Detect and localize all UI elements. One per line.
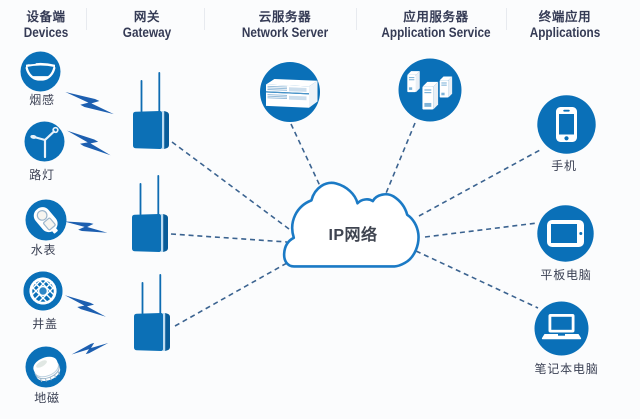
header-application-service-zh: 应用服务器	[403, 10, 469, 24]
link-gateway2-cloud	[170, 233, 288, 243]
street-light-icon	[24, 121, 65, 162]
lightning-bolts	[62, 89, 117, 360]
bolt-manhole-gateway3	[62, 293, 109, 319]
header-separator	[506, 8, 507, 30]
header-separator	[356, 8, 357, 30]
gateway-3	[134, 274, 170, 351]
header-network-server-en: Network Server	[241, 24, 329, 40]
water-meter-icon	[25, 199, 67, 241]
ip-cloud-label: IP网络	[328, 227, 378, 244]
header-devices-zh: 设备端	[26, 10, 66, 24]
network-server-icon	[260, 62, 320, 122]
column-header-devices: 设备端 Devices	[20, 10, 73, 39]
tower-back-left	[407, 71, 420, 93]
gateway-2	[132, 175, 168, 252]
device-label-watermeter: 水表	[30, 243, 57, 257]
link-cloud-phone	[418, 149, 541, 217]
link-network-server-cloud	[290, 123, 321, 187]
column-header-gateway: 网关 Gateway	[118, 10, 176, 39]
smoke-detector-icon	[20, 51, 61, 92]
device-label-manhole: 井盖	[32, 317, 58, 331]
tower-right	[439, 76, 453, 98]
terminal-label-phone: 手机	[551, 159, 577, 173]
terminal-label-tablet: 平板电脑	[540, 268, 592, 282]
manhole-cover-icon	[23, 271, 63, 311]
device-label-streetlight: 路灯	[29, 168, 55, 182]
tower-front-center	[422, 81, 439, 110]
phone-icon	[536, 95, 596, 154]
header-applications-zh: 终端应用	[538, 10, 592, 24]
header-network-server-zh: 云服务器	[258, 10, 312, 24]
laptop-icon	[534, 301, 589, 356]
column-header-application-service: 应用服务器 Application Service	[371, 10, 501, 39]
link-gateway3-cloud	[174, 262, 288, 327]
dashed-links	[170, 122, 541, 327]
header-applications-en: Applications	[529, 24, 601, 40]
geomagnetic-sensor-icon	[25, 346, 67, 388]
header-application-service-en: Application Service	[381, 24, 491, 40]
link-application-server-cloud	[381, 122, 416, 204]
tablet-icon	[536, 205, 594, 262]
ip-cloud-shape	[282, 181, 420, 268]
application-server-icon	[398, 58, 462, 122]
header-devices-en: Devices	[23, 24, 69, 40]
link-gateway1-cloud	[171, 141, 290, 230]
header-separator	[86, 8, 87, 30]
device-label-geomagnet: 地磁	[34, 390, 60, 405]
terminal-label-laptop: 笔记本电脑	[534, 362, 599, 376]
bolt-watermeter-gateway2	[62, 219, 109, 235]
column-header-applications: 终端应用 Applications	[523, 10, 607, 39]
link-cloud-laptop	[415, 250, 539, 309]
header-separator	[204, 8, 205, 30]
gateway-1	[133, 72, 169, 149]
link-cloud-tablet	[424, 222, 538, 238]
bolt-geomagnet-gateway3	[70, 337, 109, 360]
bolt-smoke-gateway1	[62, 89, 117, 117]
header-gateway-zh: 网关	[133, 10, 161, 24]
bolt-streetlight-gateway1	[64, 128, 114, 158]
device-label-smoke: 烟感	[29, 93, 55, 107]
column-header-network-server: 云服务器 Network Server	[234, 10, 337, 39]
header-gateway-en: Gateway	[122, 24, 172, 40]
